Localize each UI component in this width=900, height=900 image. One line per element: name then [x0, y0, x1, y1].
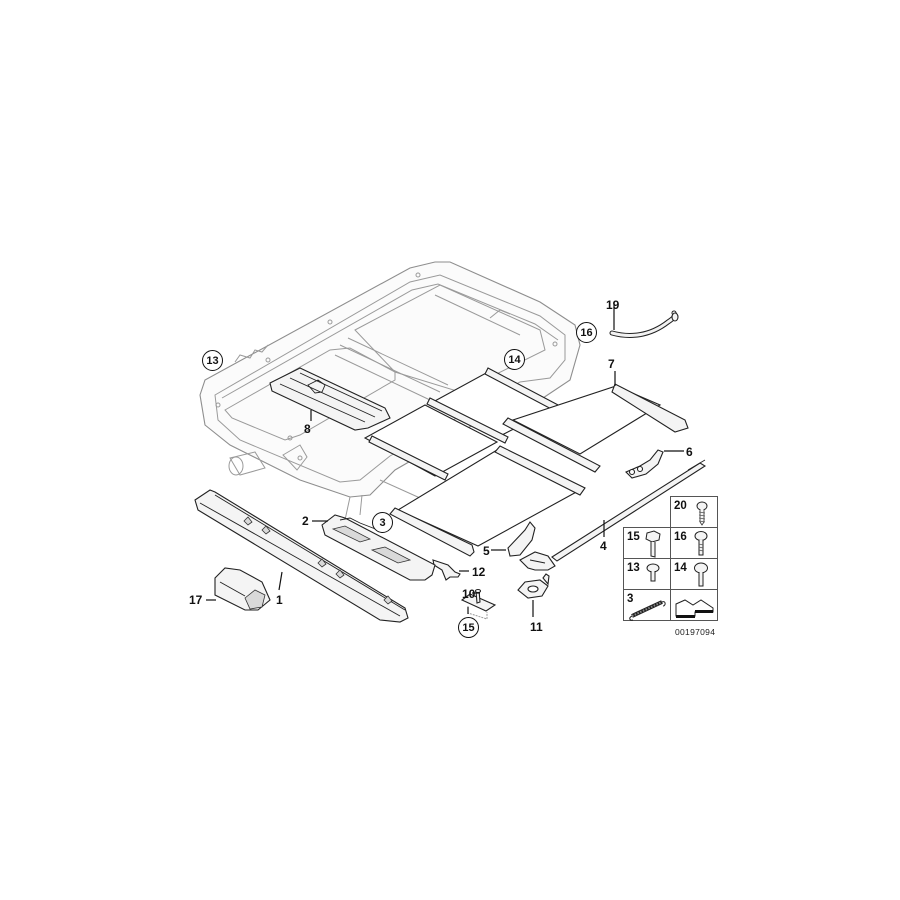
legend-number-20: 20 [674, 500, 687, 512]
legend-cell-3: 3 [623, 589, 671, 621]
fastener-legend: 20 15 16 13 14 [623, 496, 718, 624]
legend-cell-16: 16 [670, 527, 718, 559]
part-8-bearing-block [517, 573, 550, 599]
part-17-drive-motor [214, 567, 271, 611]
legend-cell-14: 14 [670, 558, 718, 590]
circled-ref-3: 3 [372, 512, 393, 533]
part-label-7: 10 [462, 587, 476, 601]
legend-number-3: 3 [627, 593, 634, 605]
sun-blind-front-large [389, 445, 586, 557]
part-label-11: 8 [304, 422, 311, 436]
part-label-8: 11 [530, 620, 543, 634]
circled-ref-14: 14 [504, 349, 525, 370]
circled-ref-15: 15 [458, 617, 479, 638]
roof-frame [199, 261, 581, 521]
legend-number-16: 16 [674, 531, 687, 543]
short-hex-bolt-icon [646, 563, 660, 582]
leader-lines [206, 305, 684, 617]
document-number: 00197094 [675, 627, 716, 637]
legend-number-14: 14 [674, 562, 687, 574]
part-5-slider [507, 521, 536, 557]
part-1-front-trim [194, 489, 409, 623]
legend-cell-13: 13 [623, 558, 671, 590]
spring-icon [629, 600, 666, 621]
circled-ref-16: 16 [576, 322, 597, 343]
legend-cell-arrow [670, 589, 718, 621]
part-label-2: 2 [302, 514, 309, 528]
part-label-12: 12 [472, 565, 486, 579]
part-10-sun-blind [502, 383, 689, 473]
part-label-19: 19 [606, 298, 620, 312]
part-12-clip [432, 559, 461, 581]
part-label-5: 5 [483, 544, 490, 558]
legend-cell-15: 15 [623, 527, 671, 559]
sun-blind-front-left [363, 404, 499, 481]
part-4-carriage [519, 551, 556, 571]
part-19-drain-hose [609, 310, 679, 338]
part-label-6: 6 [686, 445, 693, 459]
legend-number-13: 13 [627, 562, 640, 574]
part-4-guide-rail [551, 459, 707, 562]
part-label-10: 7 [608, 357, 615, 371]
part-2-cover [321, 514, 436, 581]
circled-ref-13: 13 [202, 350, 223, 371]
part-6-bracket [625, 449, 664, 479]
hex-flange-bolt-icon [645, 530, 661, 558]
pan-head-tapping-screw-icon [696, 501, 708, 526]
part-11-guide-channel [269, 367, 391, 431]
part-label-17: 17 [189, 593, 203, 607]
legend-number-15: 15 [627, 531, 640, 543]
legend-cell-20: 20 [670, 496, 718, 528]
pan-head-screw-icon [694, 531, 708, 556]
part-label-4: 4 [600, 539, 607, 553]
direction-arrow-icon [675, 599, 714, 618]
round-head-screw-icon [694, 562, 708, 587]
part-label-1: 1 [276, 593, 283, 607]
